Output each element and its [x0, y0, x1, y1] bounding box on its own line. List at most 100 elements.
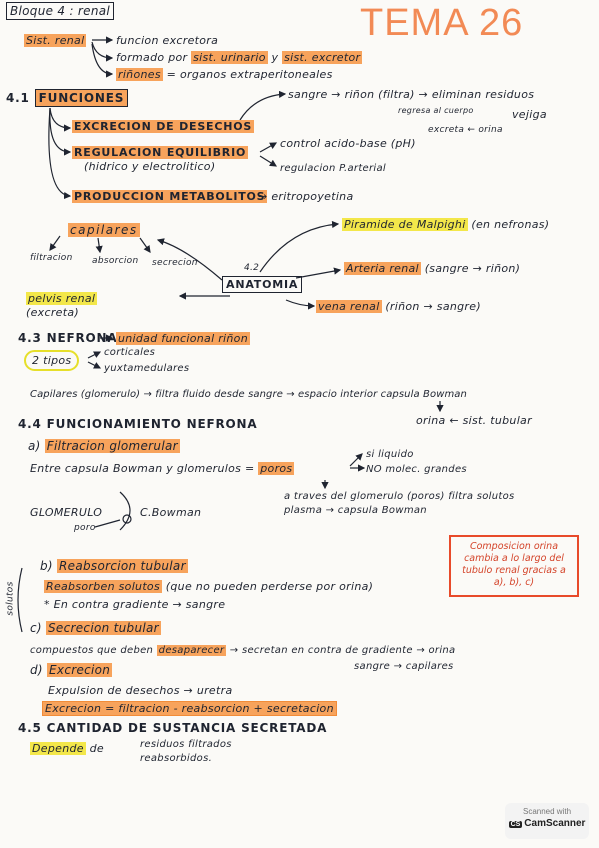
section-4-1-num: 4.1 [6, 91, 30, 105]
nefrona-definition: unidad funcional riñon [116, 332, 250, 345]
intro-subject-text: Sist. renal [24, 34, 87, 47]
excrecion-label-d: d) [30, 663, 43, 677]
regulacion-p-arterial: regulacion P.arterial [280, 163, 387, 174]
vena-renal: vena renal (riñon → sangre) [316, 300, 481, 313]
depende-text: Depende [30, 742, 86, 755]
filtracion-poros: poros [258, 462, 295, 475]
depende-de: de [89, 742, 104, 755]
reabsorcion-line-1-hl: Reabsorben solutos [44, 580, 162, 593]
reabsorcion-text: Reabsorcion tubular [57, 559, 188, 573]
section-4-4-title: FUNCIONAMIENTO NEFRONA [46, 417, 258, 431]
secrecion-line-mid: → secretan en contra de gradiente → orin… [229, 645, 456, 656]
secrecion-line-prefix: compuestos que deben [30, 645, 154, 656]
intro-line-2: formado por sist. urinario y sist. excre… [116, 51, 363, 64]
arteria-renal: Arteria renal (sangre → riñon) [344, 262, 520, 275]
section-4-1-heading: 4.1 FUNCIONES [6, 89, 129, 107]
section-4-4-num: 4.4 [18, 417, 42, 431]
solutos-side-label: solutos [5, 581, 16, 616]
vena-renal-note: (riñon → sangre) [385, 300, 481, 313]
excrecion-formula-text: Excrecion = filtracion - reabsorcion + s… [42, 701, 337, 716]
excrecion-chain: sangre → riñon (filtra) → eliminan resid… [288, 88, 535, 101]
block-label: Bloque 4 : renal [6, 2, 115, 20]
capilares-label: capilares [68, 223, 140, 237]
section-4-5-num: 4.5 [18, 721, 42, 735]
capilares-text: capilares [68, 223, 140, 237]
bowman-label: C.Bowman [140, 506, 202, 519]
absorcion-label: absorcion [92, 256, 139, 266]
secrecion-desaparecer: desaparecer [156, 645, 227, 656]
piramide-malpighi: Piramide de Malpighi (en nefronas) [342, 218, 549, 231]
vena-renal-text: vena renal [316, 300, 382, 313]
filtracion-line: Entre capsula Bowman y glomerulos = poro… [30, 462, 295, 475]
anatomia-heading: ANATOMIA [222, 276, 303, 293]
orina-sist-tubular: orina ← sist. tubular [416, 414, 532, 427]
section-4-5-title: CANTIDAD DE SUSTANCIA SECRETADA [46, 721, 328, 735]
page-title: TEMA 26 [360, 2, 524, 44]
excrecion-text: Excrecion [47, 663, 113, 677]
anatomia-text: ANATOMIA [222, 276, 303, 293]
filtracion-glomerular-heading: a) Filtracion glomerular [28, 439, 180, 453]
reabsorcion-heading: b) Reabsorcion tubular [40, 559, 188, 573]
capilares-filtra-line: Capilares (glomerulo) → filtra fluido de… [30, 389, 467, 400]
secrecion-line: compuestos que deben desaparecer → secre… [30, 644, 455, 657]
piramide-malpighi-text: Piramide de Malpighi [342, 218, 468, 231]
secrecion-label-c: c) [30, 621, 42, 635]
section-4-4-heading: 4.4 FUNCIONAMIENTO NEFRONA [18, 418, 257, 431]
scanned-with: Scanned with [522, 807, 572, 816]
intro-line-1: funcion excretora [116, 34, 219, 47]
arteria-renal-text: Arteria renal [344, 262, 421, 275]
camscanner-icon: CS [508, 821, 523, 828]
filtracion-no-molec: NO molec. grandes [366, 464, 467, 475]
filtracion-a-traves: a traves del glomerulo (poros) filtra so… [284, 491, 515, 502]
intro-line-2-b: sist. excretor [282, 51, 363, 64]
camscanner-brand: CamScanner [524, 818, 586, 829]
intro-line-3-b: = organos extraperitoneales [166, 68, 333, 81]
reabsorcion-line-1-text: (que no pueden perderse por orina) [165, 580, 374, 593]
filtracion-label-a: a) [28, 439, 41, 453]
reabsorcion-line-2: * En contra gradiente → sangre [44, 598, 226, 611]
filtracion-si-liquido: si liquido [366, 449, 414, 460]
intro-line-2-a: sist. urinario [191, 51, 268, 64]
tipo-yuxtamedulares: yuxtamedulares [104, 363, 190, 374]
intro-line-2-and: y [271, 51, 279, 64]
arteria-renal-note: (sangre → riñon) [424, 262, 521, 275]
section-4-3-heading: 4.3 NEFRONA [18, 332, 117, 345]
section-4-5-heading: 4.5 CANTIDAD DE SUSTANCIA SECRETADA [18, 722, 327, 735]
filtracion-label: filtracion [30, 253, 73, 263]
regresa-cuerpo: regresa al cuerpo [398, 106, 474, 115]
block-label-text: Bloque 4 : renal [6, 2, 115, 20]
poro-label: poro [74, 523, 96, 533]
pelvis-renal: pelvis renal [26, 292, 98, 305]
excrecion-heading: d) Excrecion [30, 663, 113, 677]
depende-label: Depende de [30, 742, 104, 755]
section-4-2-num: 4.2 [244, 263, 260, 273]
regulacion-sub: (hidrico y electrolitico) [84, 160, 216, 173]
residuos-reabsorbidos: reabsorbidos. [140, 753, 213, 764]
glomerulo-label: GLOMERULO [30, 506, 103, 519]
secrecion-line-2: sangre → capilares [354, 661, 454, 672]
excrecion-formula: Excrecion = filtracion - reabsorcion + s… [42, 701, 337, 716]
intro-line-2-prefix: formado por [116, 51, 188, 64]
section-4-1-title: FUNCIONES [34, 89, 129, 107]
secrecion-label: secrecion [152, 258, 198, 268]
nefrona-definition-text: unidad funcional riñon [116, 332, 250, 345]
reabsorcion-line-1: Reabsorben solutos (que no pueden perder… [44, 580, 373, 593]
produccion-metabolitos-text: PRODUCCION METABOLITOS [72, 190, 268, 203]
produccion-metabolitos: PRODUCCION METABOLITOS [72, 190, 268, 203]
eritropoyetina: → eritropoyetina [258, 190, 354, 203]
excrecion-desechos: EXCRECION DE DESECHOS [72, 120, 255, 133]
excrecion-line: Expulsion de desechos → uretra [48, 684, 233, 697]
excreta-orina: excreta ← orina [428, 125, 503, 135]
section-4-3-title: NEFRONA [46, 331, 118, 345]
filtracion-line-prefix: Entre capsula Bowman y glomerulos = [30, 462, 255, 475]
control-acido-base: control acido-base (pH) [280, 137, 416, 150]
piramide-malpighi-note: (en nefronas) [471, 218, 550, 231]
pelvis-renal-text: pelvis renal [26, 292, 98, 305]
pelvis-renal-note: (excreta) [26, 306, 79, 319]
intro-subject: Sist. renal [24, 34, 87, 47]
tipo-corticales: corticales [104, 347, 156, 358]
intro-line-3-a: riñones [116, 68, 163, 81]
nefrona-tipos-text: 2 tipos [24, 350, 80, 371]
